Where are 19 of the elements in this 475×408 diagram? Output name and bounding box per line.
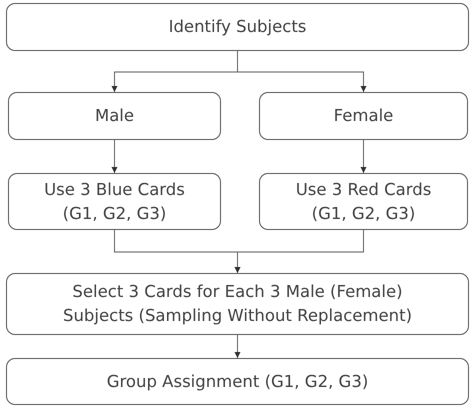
process-box [6,358,469,405]
process-box [6,3,469,51]
process-box [259,92,468,140]
node-label: Use 3 Blue Cards (G1, G2, G3) [43,178,186,224]
process-box [8,173,221,230]
node-label: Male [94,105,134,127]
node-label: Identify Subjects [168,16,306,38]
arrow-connector [237,50,366,92]
node-label: Group Assignment (G1, G2, G3) [106,370,368,392]
process-box [259,173,468,230]
node-label: Female [334,105,394,127]
arrow-connector [234,334,240,358]
node-label: Use 3 Red Cards (G1, G2, G3) [294,178,432,224]
arrow-connector [234,230,364,274]
arrow-connector [112,140,118,174]
process-box [6,273,469,335]
arrow-connector [360,140,366,174]
node-label: Select 3 Cards for Each 3 Male (Female) Subjects (Sampling Without Replacement) [62,281,414,327]
process-box [8,92,221,140]
